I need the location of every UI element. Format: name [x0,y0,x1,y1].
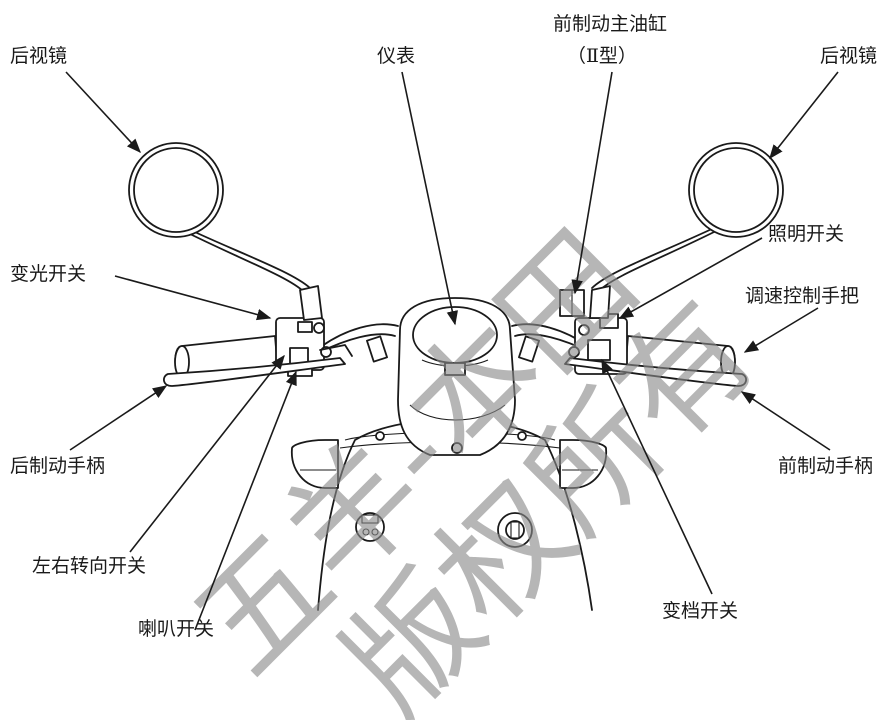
label-throttle-grip: 调速控制手把 [745,285,859,307]
label-turn-signal-switch: 左右转向开关 [32,555,146,577]
left-grip-assembly [163,217,353,387]
label-front-brake-lever: 前制动手柄 [778,455,873,477]
left-mirror [128,142,224,238]
label-left-mirror: 后视镜 [10,45,67,67]
leader-gear-switch [601,358,713,595]
leader-turn-signal-switch [129,354,285,553]
leader-instrument [401,71,458,326]
label-right-mirror: 后视镜 [820,45,877,67]
leader-front-brake-lever [740,391,831,451]
label-front-brake-master-cylinder-type: （Ⅱ型） [567,45,637,67]
right-mirror [688,142,784,238]
right-grip-assembly [559,217,747,387]
label-rear-brake-lever: 后制动手柄 [10,455,105,477]
label-gear-switch: 变档开关 [662,600,738,622]
left-fairing-socket [355,512,385,542]
motorcycle-front-drawing [128,142,784,611]
label-horn-switch: 喇叭开关 [138,618,214,640]
leader-throttle-grip [743,307,819,353]
leader-front-brake-master-cylinder [571,71,613,295]
label-dimmer-switch: 变光开关 [10,263,86,285]
left-side-lamp [291,439,339,489]
leader-headlight-switch [618,237,763,319]
watermark: 五羊-本田 版权所有 [167,204,784,720]
label-headlight-switch: 照明开关 [768,223,844,245]
label-front-brake-master-cylinder: 前制动主油缸 [553,13,667,35]
leader-lines [65,71,839,631]
callout-labels: 后视镜 仪表 前制动主油缸 （Ⅱ型） 后视镜 照明开关 变光开关 调速控制手把 … [10,13,877,640]
leader-left-mirror [65,71,141,154]
ignition-key-switch [497,512,533,548]
leader-rear-brake-lever [69,385,168,451]
leader-right-mirror [769,71,839,160]
label-instrument: 仪表 [377,45,415,67]
leader-horn-switch [194,370,297,631]
right-side-lamp [559,439,607,489]
instrument-housing [397,297,516,456]
leader-dimmer-switch [114,275,272,321]
